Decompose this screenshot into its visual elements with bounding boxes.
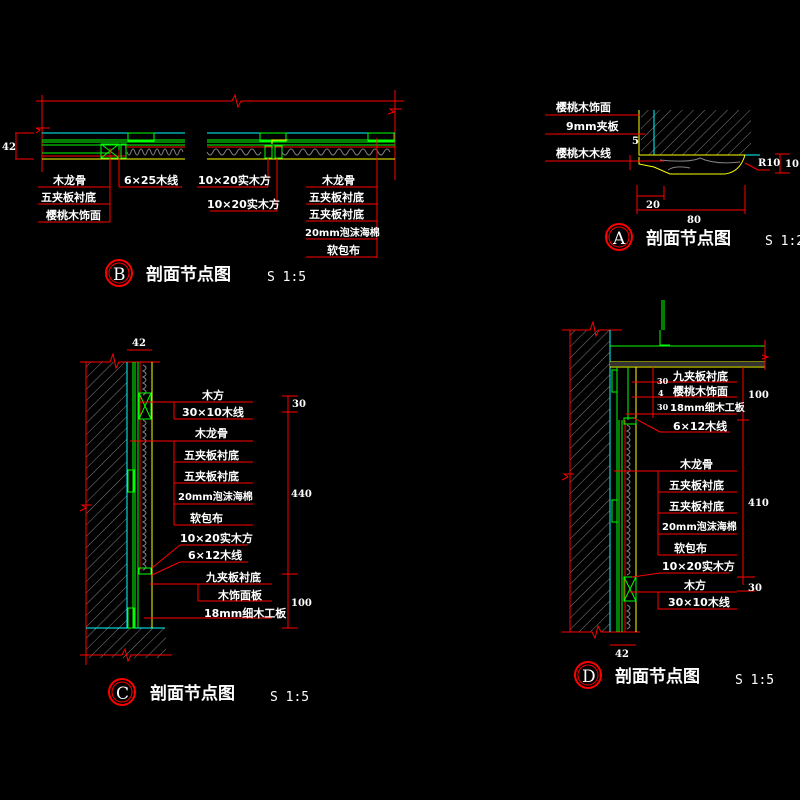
label-plywood-1: 五夹板衬底: [669, 478, 724, 492]
label-keel: 木龙骨: [194, 426, 228, 440]
label-9ply: 九夹板衬底: [205, 570, 261, 584]
label-wood-strip-2: 10×20实木方: [207, 197, 280, 211]
label-blockboard: 18mm细木工板: [204, 606, 287, 620]
wall-section-right: [206, 132, 395, 160]
detail-scale: S 1:5: [270, 690, 309, 705]
wall-section-left: [42, 132, 185, 160]
dim-4: 4: [658, 388, 664, 398]
detail-title-b: B 剖面节点图 S 1:5: [105, 259, 306, 287]
label-plywood-2: 五夹板衬底: [184, 469, 239, 483]
label-batten: 木方: [201, 388, 224, 402]
dim-30: 30: [748, 583, 762, 594]
label-cherry-trim: 樱桃木木线: [556, 146, 611, 160]
dim-10: 10: [785, 159, 799, 170]
detail-scale: S 1:5: [735, 673, 774, 688]
label-foam: 20mm泡沫海棉: [178, 490, 253, 503]
dim-thickness: 42: [615, 649, 629, 660]
detail-a: 樱桃木饰面 9mm夹板 樱桃木木线 5 R10 10 20 80 A 剖面节点图…: [545, 100, 800, 251]
label-keel: 木龙骨: [679, 457, 713, 471]
label-plywood: 五夹板衬底: [41, 190, 96, 204]
label-plywood-1: 五夹板衬底: [184, 448, 239, 462]
label-wood-strip: 10×20实木方: [180, 531, 253, 545]
detail-tag: D: [582, 667, 596, 687]
detail-title: 剖面节点图: [646, 228, 731, 249]
label-fabric: 软包布: [674, 541, 707, 555]
label-trim: 6×25木线: [124, 173, 178, 187]
label-foam: 20mm泡沫海棉: [662, 520, 737, 533]
detail-title-a: A 剖面节点图 S 1:2: [605, 223, 800, 251]
label-foam: 20mm泡沫海棉: [305, 226, 380, 239]
dim-410: 410: [748, 498, 769, 509]
dim-20: 20: [646, 200, 660, 211]
break-symbol: [387, 108, 402, 115]
dim-thickness: 42: [2, 142, 16, 153]
label-trim-30x10: 30×10木线: [668, 595, 730, 609]
label-fabric: 软包布: [190, 511, 223, 525]
label-9mm-plywood: 9mm夹板: [566, 119, 620, 133]
dim-440: 440: [291, 489, 312, 500]
leader-lines: [545, 114, 790, 214]
label-fabric: 软包布: [327, 243, 360, 257]
detail-tag: B: [113, 265, 126, 285]
dim-100: 100: [748, 390, 769, 401]
dim-5: 5: [632, 136, 639, 147]
dim-100: 100: [291, 598, 312, 609]
label-wood-strip: 10×20实木方: [662, 559, 735, 573]
detail-b: 42: [2, 90, 404, 287]
leader-lines: [38, 138, 378, 258]
dim-30: 30: [292, 399, 306, 410]
dim-80: 80: [687, 215, 701, 226]
detail-scale: S 1:5: [267, 270, 306, 285]
detail-scale: S 1:2: [765, 234, 800, 249]
label-plywood-right-1: 五夹板衬底: [309, 190, 364, 204]
dim-30a: 30: [657, 376, 669, 386]
break-symbol: [35, 127, 50, 134]
detail-tag: A: [612, 229, 626, 249]
wall-hatch: [570, 330, 610, 632]
label-plywood-2: 五夹板衬底: [669, 499, 724, 513]
leader-lines: [130, 395, 298, 629]
label-trim-30x10: 30×10木线: [182, 405, 244, 419]
label-trim-6x12: 6×12木线: [673, 419, 727, 433]
leader-lines: [614, 367, 755, 610]
label-cherry-veneer: 樱桃木饰面: [46, 208, 101, 222]
label-cherry-veneer: 樱桃木饰面: [556, 100, 611, 114]
detail-tag: C: [116, 684, 129, 704]
label-wood-strip-1: 10×20实木方: [198, 173, 271, 187]
dim-thickness: 42: [132, 338, 146, 349]
label-9ply: 九夹板衬底: [672, 369, 728, 383]
wall-hatch: [641, 110, 751, 155]
label-plywood-right-2: 五夹板衬底: [309, 207, 364, 221]
detail-title: 剖面节点图: [146, 264, 231, 285]
dim-r10: R10: [758, 158, 780, 169]
detail-c: 42 木方 30×10木线 木龙骨: [79, 338, 312, 706]
label-cherry-veneer: 樱桃木饰面: [673, 384, 728, 398]
label-keel-right: 木龙骨: [321, 173, 355, 187]
detail-title: 剖面节点图: [615, 666, 700, 687]
detail-d: 42 30 4 30 九夹板衬底 樱桃木饰面: [561, 300, 774, 689]
label-wood-veneer-panel: 木饰面板: [217, 588, 263, 602]
label-trim-6x12: 6×12木线: [188, 548, 242, 562]
detail-title: 剖面节点图: [150, 683, 235, 704]
dim-30b: 30: [657, 402, 669, 412]
label-keel: 木龙骨: [52, 173, 86, 187]
wall-hatch: [86, 362, 127, 630]
label-blockboard: 18mm细木工板: [670, 401, 746, 414]
break-line: [36, 93, 404, 109]
detail-title-d: D 剖面节点图 S 1:5: [574, 661, 774, 689]
detail-title-c: C 剖面节点图 S 1:5: [108, 678, 309, 706]
label-batten: 木方: [683, 578, 706, 592]
ceiling-board: [610, 362, 765, 366]
